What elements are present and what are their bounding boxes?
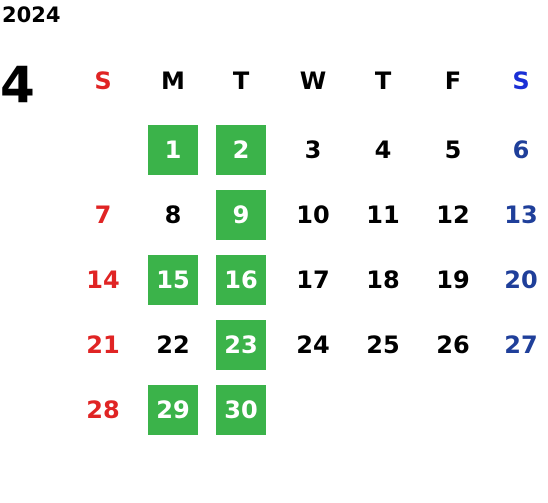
day-cell-highlighted[interactable]: 1 [148, 125, 198, 175]
day-cell-highlighted[interactable]: 15 [148, 255, 198, 305]
day-cell[interactable]: 28 [86, 396, 120, 424]
day-cell[interactable]: 6 [512, 136, 530, 164]
day-cell[interactable]: 12 [436, 201, 470, 229]
weekday-label: T [374, 67, 392, 95]
day-cell[interactable]: 13 [504, 201, 538, 229]
weekday-label: S [94, 67, 112, 95]
day-cell[interactable]: 22 [156, 331, 190, 359]
day-cell[interactable]: 5 [444, 136, 462, 164]
day-cell-highlighted[interactable]: 30 [216, 385, 266, 435]
day-cell-highlighted[interactable]: 9 [216, 190, 266, 240]
weekday-label: S [512, 67, 530, 95]
day-cell[interactable]: 21 [86, 331, 120, 359]
day-cell-highlighted[interactable]: 16 [216, 255, 266, 305]
day-cell[interactable]: 18 [366, 266, 400, 294]
day-cell[interactable]: 20 [504, 266, 538, 294]
day-cell[interactable]: 11 [366, 201, 400, 229]
weekday-label: M [161, 67, 185, 95]
month-number: 4 [0, 56, 35, 114]
day-cell[interactable]: 7 [94, 201, 112, 229]
day-cell[interactable]: 27 [504, 331, 538, 359]
weekday-label: T [232, 67, 250, 95]
year-label: 2024 [2, 3, 61, 27]
day-cell-highlighted[interactable]: 23 [216, 320, 266, 370]
day-cell-highlighted[interactable]: 2 [216, 125, 266, 175]
day-cell[interactable]: 14 [86, 266, 120, 294]
day-cell[interactable]: 25 [366, 331, 400, 359]
weekday-label: W [299, 67, 327, 95]
day-cell[interactable]: 10 [296, 201, 330, 229]
day-cell[interactable]: 8 [164, 201, 182, 229]
day-cell[interactable]: 26 [436, 331, 470, 359]
day-cell[interactable]: 4 [374, 136, 392, 164]
weekday-label: F [444, 67, 462, 95]
day-cell[interactable]: 24 [296, 331, 330, 359]
day-cell[interactable]: 17 [296, 266, 330, 294]
day-cell[interactable]: 19 [436, 266, 470, 294]
day-cell-highlighted[interactable]: 29 [148, 385, 198, 435]
day-cell[interactable]: 3 [304, 136, 322, 164]
